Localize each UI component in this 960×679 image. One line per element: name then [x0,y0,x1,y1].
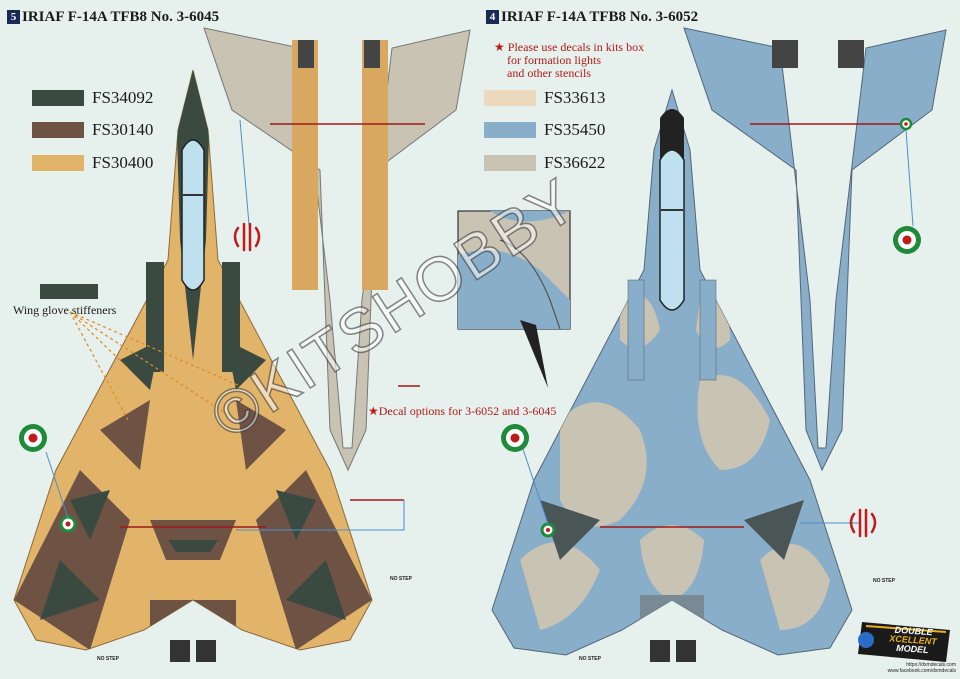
iran-roundel-icon [19,424,47,452]
right-aircraft-top-view [491,88,853,662]
star-icon: ★ [368,404,379,418]
swatch-fs30140 [32,122,84,138]
right-sheet-number: 4 [486,10,499,24]
swatch-label: FS30400 [92,153,154,172]
no-step-stencil: NO STEP [873,578,895,584]
swatch-fs33613 [484,90,536,106]
swatch-fs35450 [484,122,536,138]
right-sheet-title-text: IRIAF F-14A TFB8 No. 3-6052 [501,9,699,25]
right-color-swatch-3: FS36622 [484,153,605,173]
kit-decals-note: ★ Please use decals in kits box for form… [494,41,644,80]
left-aircraft-top-view [13,69,373,662]
left-sheet-number: 5 [7,10,20,24]
iran-roundel-icon [893,226,921,254]
no-step-stencil: NO STEP [97,656,119,662]
brand-url: https://dxmdecals.com [906,662,956,668]
swatch-label: FS34092 [92,88,154,107]
brand-wordmark: DOUBLE XCELLENT MODEL [873,624,953,656]
swatch-label: FS33613 [544,88,606,107]
swatch-fs34092 [32,90,84,106]
right-color-swatch-2: FS35450 [484,120,605,140]
brand-url: www.facebook.com/dxmdecals [887,668,956,674]
allah-emblem-icon [849,508,877,538]
swatch-label: FS36622 [544,153,606,172]
no-step-stencil: NO STEP [390,576,412,582]
swatch-fs30400 [32,155,84,171]
left-sheet-title-text: IRIAF F-14A TFB8 No. 3-6045 [22,9,220,25]
left-color-swatch-3: FS30400 [32,153,153,173]
swatch-fs36622 [484,155,536,171]
wing-glove-callout-lines [69,311,241,421]
brand-logo [858,622,950,662]
note-line: for formation lights [507,53,601,67]
detail-inset [457,210,571,388]
note-line: and other stencils [507,66,591,80]
right-color-swatch-1: FS33613 [484,88,605,108]
wing-glove-label: Wing glove stiffeners [13,303,117,317]
no-step-stencil: NO STEP [579,656,601,662]
star-icon: ★ [494,40,505,54]
right-aircraft-underside-view [683,27,947,472]
left-color-swatch-2: FS30140 [32,120,153,140]
left-aircraft-underside-view [203,27,471,472]
brand-links: https://dxmdecals.com www.facebook.com/d… [874,662,956,674]
swatch-label: FS35450 [544,120,606,139]
decal-options-text: Decal options for 3-6052 and 3-6045 [378,404,557,418]
wing-glove-swatch [40,284,98,299]
iran-roundel-icon [501,424,529,452]
left-color-swatch-1: FS34092 [32,88,153,108]
decal-options-note: ★Decal options for 3-6052 and 3-6045 [368,405,556,418]
swatch-label: FS30140 [92,120,154,139]
note-line: Please use decals in kits box [507,40,645,54]
allah-emblem-icon [233,222,261,252]
